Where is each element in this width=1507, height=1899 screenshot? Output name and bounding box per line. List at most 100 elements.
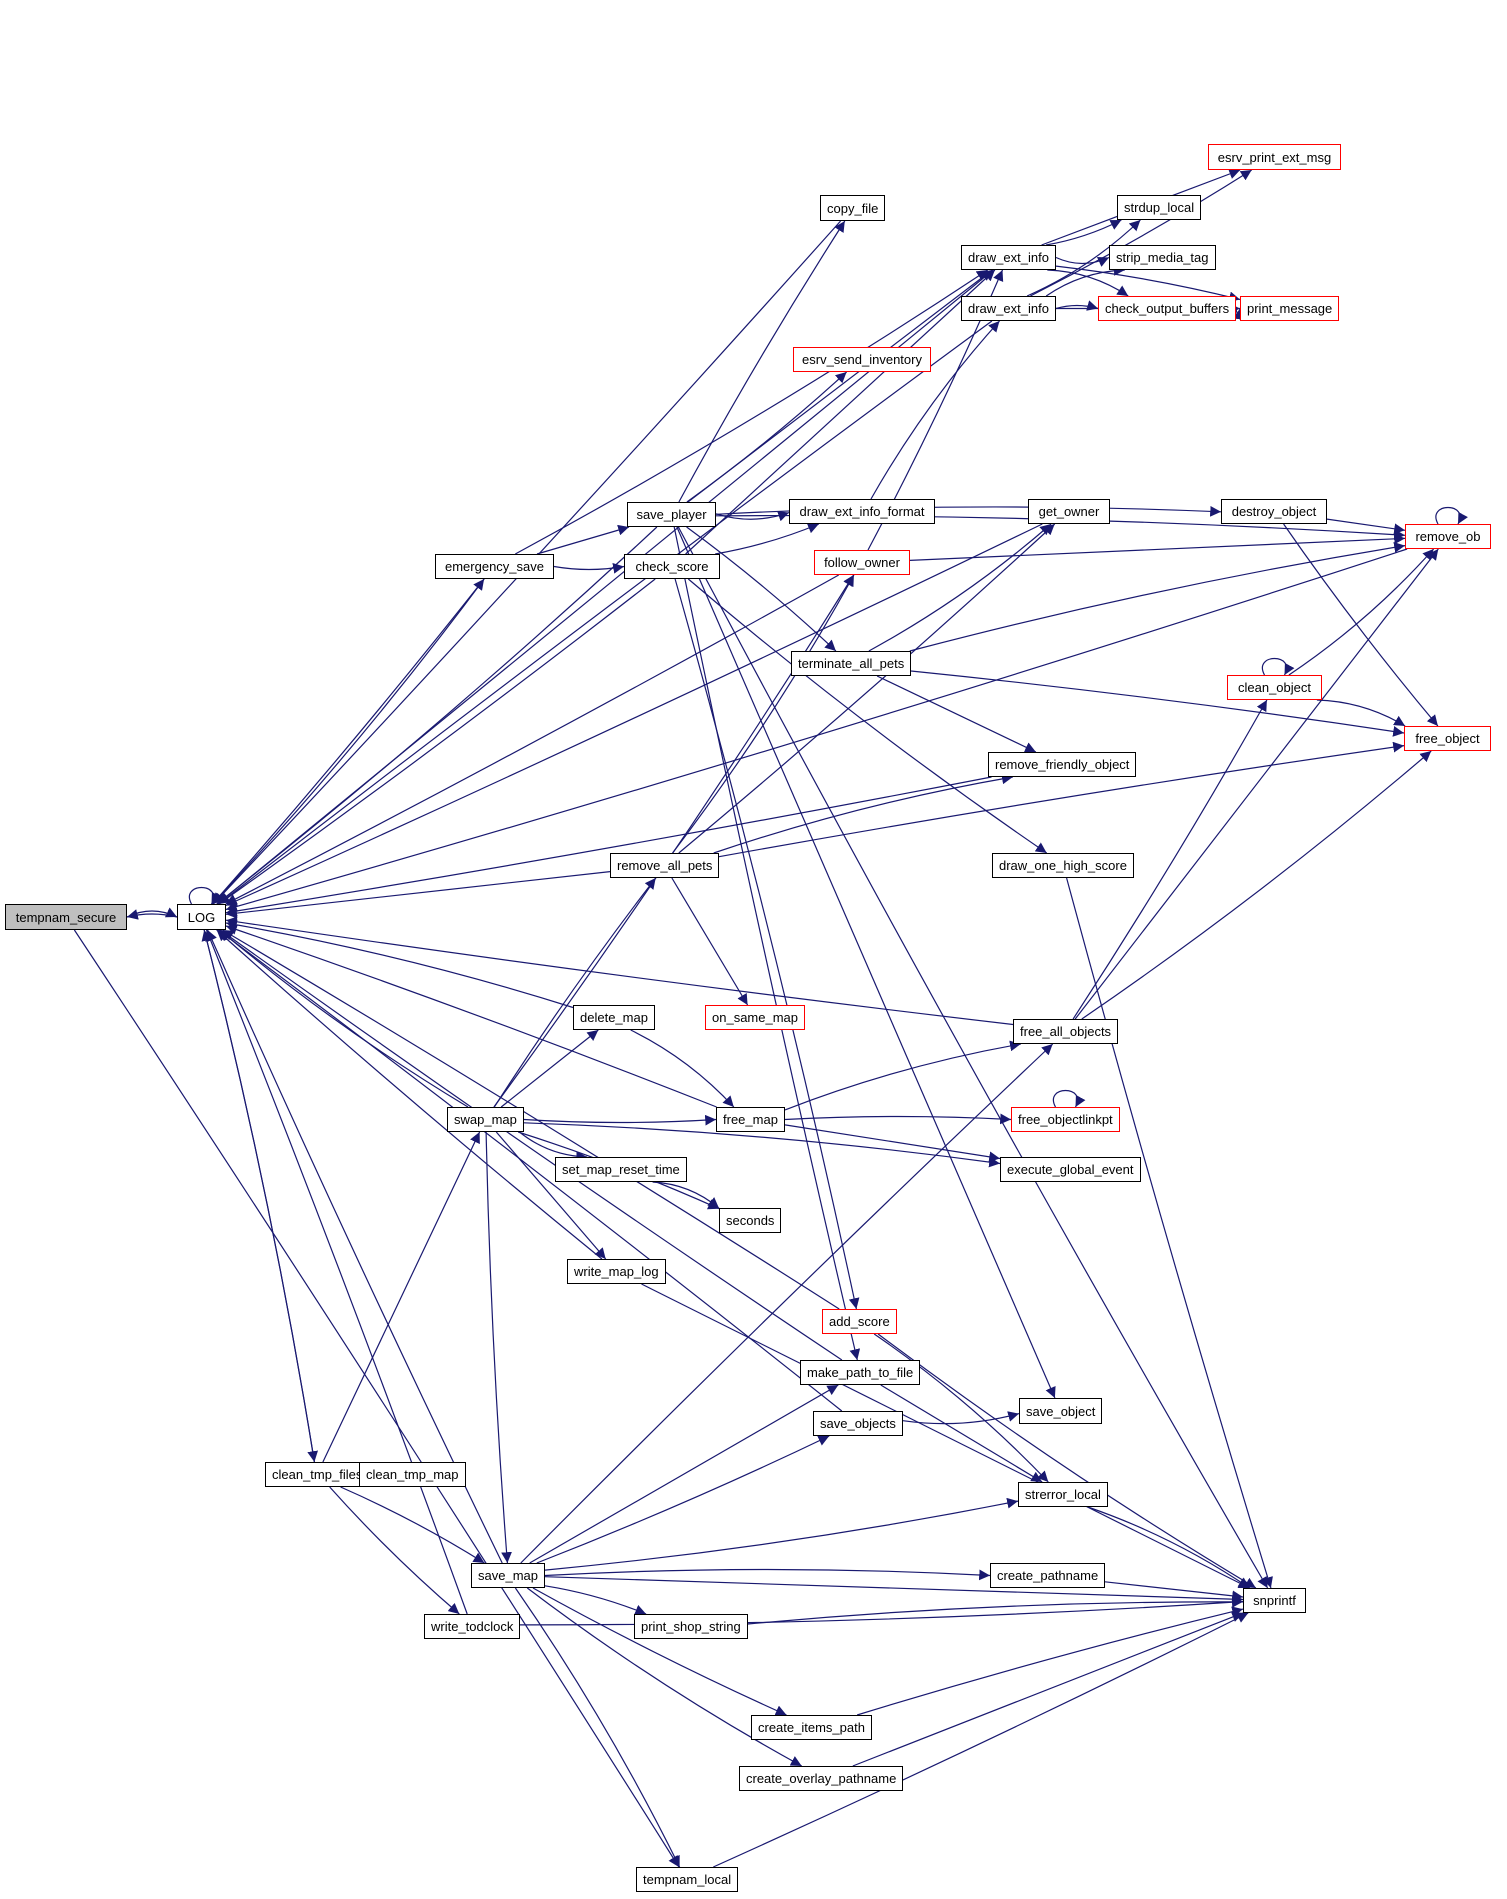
edge-check-output-buffers-to-print-message [1232,308,1244,321]
edge-save-objects-to-save-object [902,1411,1020,1425]
edge-save-map-to-print-shop-string [544,1585,647,1615]
node-get-owner[interactable]: get_owner [1028,499,1110,524]
edge-swap-map-to-free-map [523,1114,717,1126]
edge-save-player-to-snprintf [677,526,1269,1589]
edge-remove-all-pets-to-follow-owner [672,574,855,854]
node-draw-ext-info-format[interactable]: draw_ext_info_format [789,499,935,524]
node-seconds[interactable]: seconds [719,1208,782,1233]
edge-draw-ext-info-b-to-strip-media-tag [1045,265,1125,297]
edge-remove-all-pets-to-on-same-map [671,877,749,1006]
node-check-score[interactable]: check_score [624,554,720,579]
node-destroy-object[interactable]: destroy_object [1221,499,1327,524]
node-tempnam-secure: tempnam_secure [5,904,127,930]
node-label: write_map_log [574,1264,659,1279]
node-label: free_map [723,1112,778,1127]
node-label: LOG [187,909,216,925]
node-emergency-save[interactable]: emergency_save [435,554,554,579]
node-remove-ob[interactable]: remove_ob [1405,524,1491,549]
node-label: create_overlay_pathname [746,1771,897,1786]
node-check-output-buffers[interactable]: check_output_buffers [1098,296,1237,321]
edge-follow-owner-to-LOG [225,574,839,905]
edge-save-map-to-free-all-objects [520,1043,1054,1564]
node-create-items-path[interactable]: create_items_path [751,1715,872,1740]
node-free-objectlinkpt[interactable]: free_objectlinkpt [1011,1107,1120,1132]
node-create-pathname[interactable]: create_pathname [990,1563,1106,1588]
edge-swap-map-to-save-map [485,1131,512,1564]
node-save-map[interactable]: save_map [471,1563,545,1588]
node-set-map-reset-time[interactable]: set_map_reset_time [555,1157,687,1182]
edge-save-objects-to-LOG [217,929,843,1412]
node-label: draw_ext_info_format [799,504,925,519]
node-label: snprintf [1253,1593,1296,1608]
edge-free-map-to-execute-global-event [784,1124,1001,1163]
edge-check-score-to-draw-ext-info-format [715,523,820,555]
node-clean-tmp-map[interactable]: clean_tmp_map [359,1462,466,1487]
node-LOG[interactable]: LOG [177,904,226,930]
node-label: strip_media_tag [1116,250,1209,265]
node-label: esrv_print_ext_msg [1217,149,1332,165]
edge-make-path-to-file-to-LOG [219,929,843,1361]
node-add-score[interactable]: add_score [822,1309,897,1334]
node-write-todclock[interactable]: write_todclock [424,1614,521,1639]
node-free-object[interactable]: free_object [1404,726,1491,751]
edge-free-all-objects-to-clean-object [1072,699,1268,1020]
node-tempnam-local[interactable]: tempnam_local [636,1867,739,1892]
node-follow-owner[interactable]: follow_owner [814,550,910,575]
edge-clean-tmp-files-to-save-map [340,1486,485,1564]
node-on-same-map[interactable]: on_same_map [705,1005,805,1030]
node-remove-all-pets[interactable]: remove_all_pets [610,853,720,878]
edge-terminate-all-pets-to-remove-friendly-object [876,675,1037,753]
node-clean-object[interactable]: clean_object [1227,675,1322,700]
node-swap-map[interactable]: swap_map [447,1107,524,1132]
edge-make-path-to-file-to-strerror-local [880,1384,1043,1483]
edge-draw-one-high-score-to-snprintf [1066,877,1273,1589]
node-copy-file[interactable]: copy_file [820,195,886,221]
edge-add-score-to-strerror-local [873,1333,1049,1483]
node-save-objects[interactable]: save_objects [813,1411,903,1436]
edge-clean-tmp-files-to-LOG [201,929,315,1463]
edge-strerror-local-to-snprintf [1087,1506,1250,1589]
edge-add-score-to-snprintf [877,1333,1257,1589]
edge-create-pathname-to-snprintf [1104,1581,1244,1602]
node-execute-global-event[interactable]: execute_global_event [1000,1157,1141,1182]
edge-save-map-to-create-items-path [532,1587,787,1716]
node-terminate-all-pets[interactable]: terminate_all_pets [791,651,912,676]
node-strerror-local[interactable]: strerror_local [1018,1482,1108,1507]
node-save-object[interactable]: save_object [1019,1398,1103,1424]
node-print-shop-string[interactable]: print_shop_string [634,1614,748,1639]
node-save-player[interactable]: save_player [627,502,716,527]
node-free-map[interactable]: free_map [716,1107,785,1132]
node-snprintf[interactable]: snprintf [1243,1588,1306,1613]
node-draw-ext-info-b[interactable]: draw_ext_info [961,296,1056,321]
node-create-overlay-pathname[interactable]: create_overlay_pathname [739,1766,904,1791]
edge-draw-ext-info-a-to-print-message [1055,265,1241,303]
node-strip-media-tag[interactable]: strip_media_tag [1109,245,1216,270]
node-remove-friendly-object[interactable]: remove_friendly_object [988,752,1137,777]
node-esrv-print-ext-msg[interactable]: esrv_print_ext_msg [1208,144,1341,170]
node-label: remove_ob [1415,529,1481,544]
edge-terminate-all-pets-to-get-owner [868,523,1052,652]
node-write-map-log[interactable]: write_map_log [567,1259,666,1284]
edge-remove-ob-to-LOG [225,548,1408,912]
edge-save-map-to-save-objects [536,1435,830,1564]
node-make-path-to-file[interactable]: make_path_to_file [800,1360,921,1385]
node-label: get_owner [1038,504,1100,519]
edge-delete-map-to-free-map [630,1029,735,1108]
edge-get-owner-to-LOG [225,523,1043,907]
edge-free-all-objects-to-LOG [225,916,1014,1026]
node-clean-tmp-files[interactable]: clean_tmp_files [265,1462,370,1487]
node-delete-map[interactable]: delete_map [573,1005,655,1030]
edge-destroy-object-to-remove-ob [1326,518,1406,535]
node-draw-one-high-score[interactable]: draw_one_high_score [992,853,1134,878]
node-esrv-send-inventory[interactable]: esrv_send_inventory [793,347,931,372]
edge-swap-map-to-delete-map [500,1029,599,1108]
node-print-message[interactable]: print_message [1240,296,1340,321]
edge-tempnam-local-to-snprintf [713,1612,1249,1868]
edge-swap-map-to-remove-all-pets [493,877,657,1108]
edge-save-player-to-copy-file [678,220,846,503]
node-draw-ext-info-a[interactable]: draw_ext_info [961,245,1056,270]
edge-emergency-save-to-check-score [553,563,625,574]
node-free-all-objects[interactable]: free_all_objects [1013,1019,1119,1044]
node-strdup-local[interactable]: strdup_local [1117,195,1202,220]
edge-draw-ext-info-b-to-strdup-local [1026,219,1141,297]
